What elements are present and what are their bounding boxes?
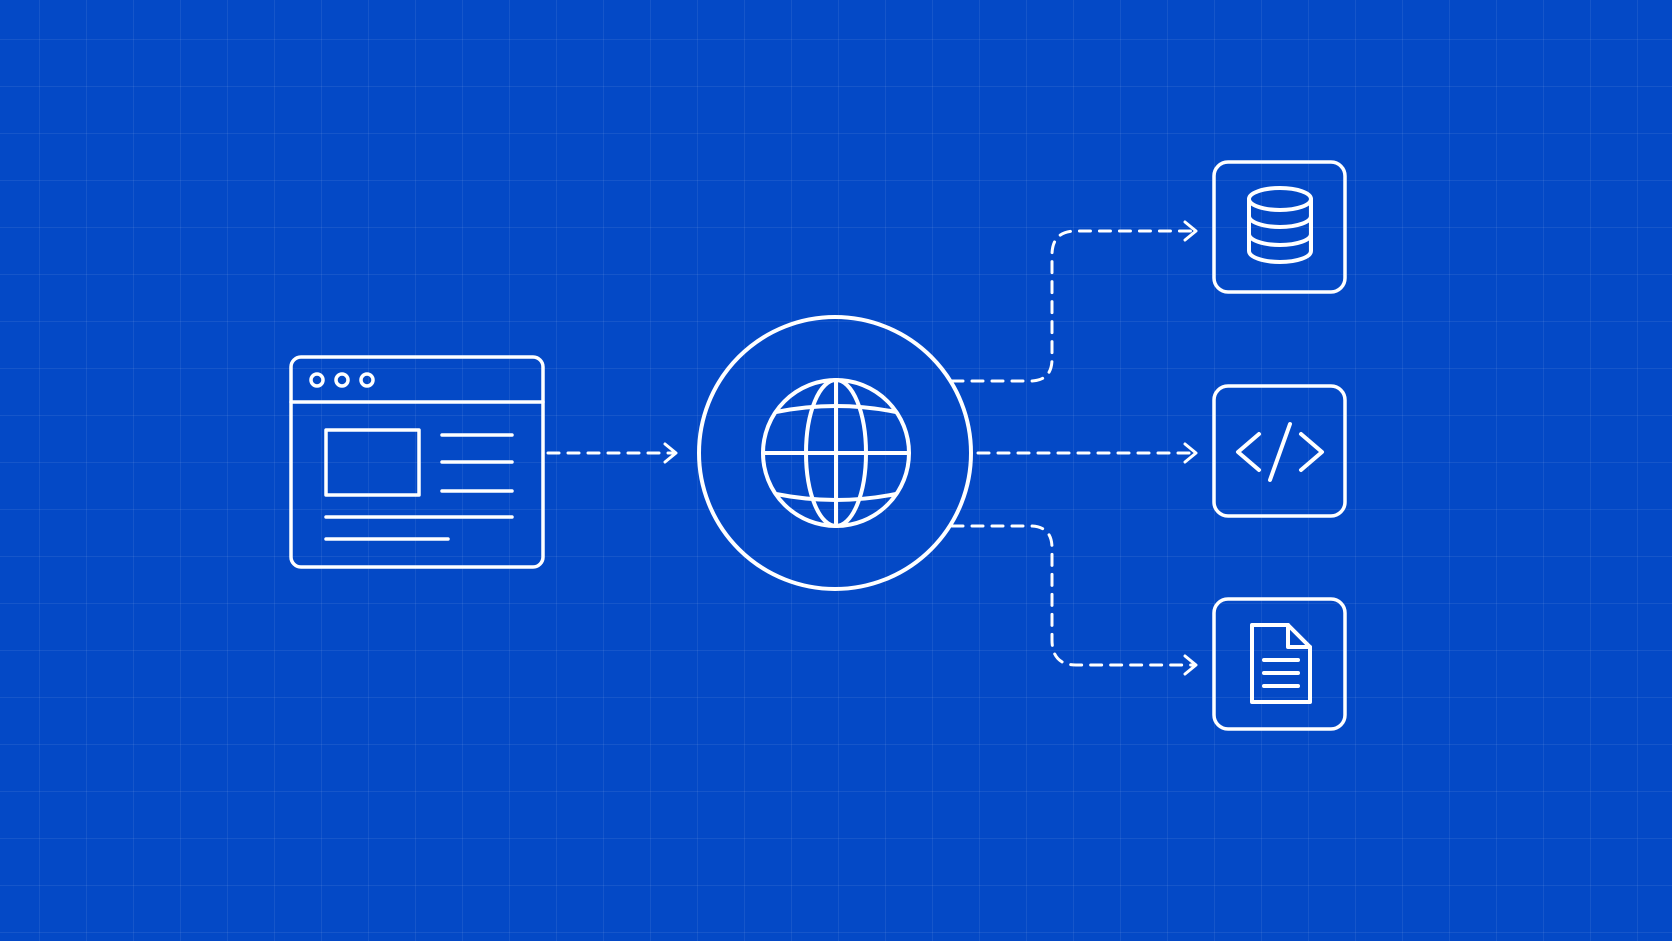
database-node [1212,160,1347,294]
edge-internet-to-code [976,442,1198,464]
document-node [1212,597,1347,731]
code-brackets-icon [1236,422,1324,482]
document-icon [1250,623,1312,704]
internet-node [697,315,973,591]
database-icon [1247,186,1313,264]
browser-window-icon [289,355,545,569]
edge-internet-to-document [950,524,1198,676]
edge-browser-to-internet [546,442,678,464]
code-node [1212,384,1347,518]
edge-internet-to-database [950,220,1198,383]
globe-icon [761,378,911,528]
